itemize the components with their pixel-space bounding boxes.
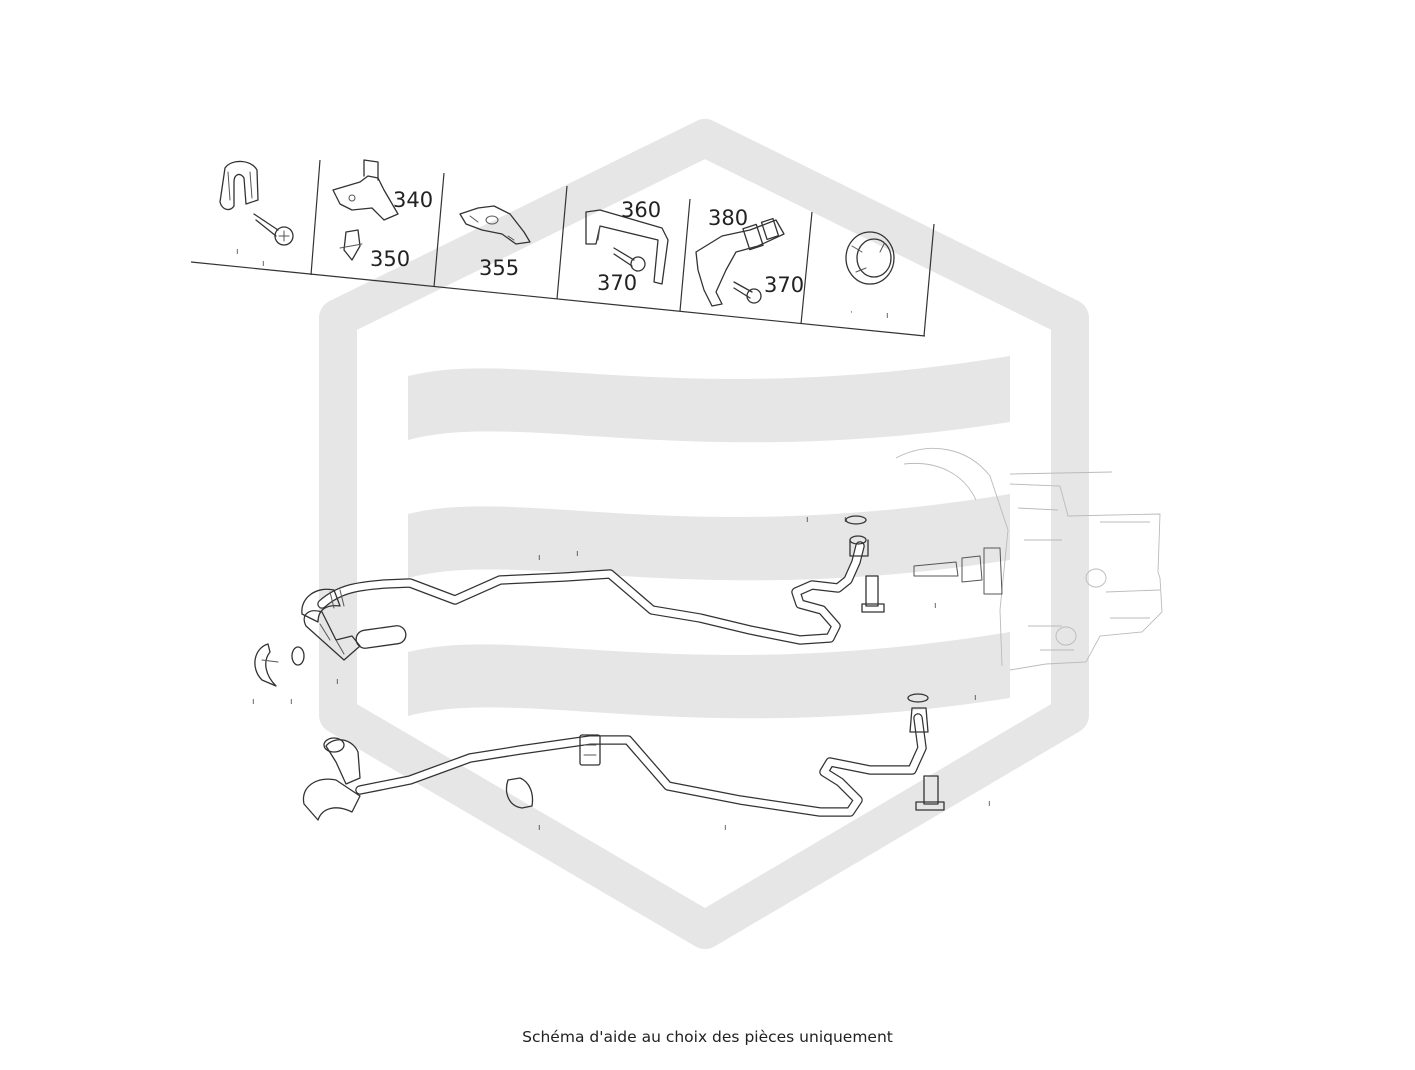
- svg-text:ı: ı: [724, 823, 727, 833]
- svg-text:ı: ı: [538, 823, 541, 833]
- transmission-housing-drawing: ı ı: [895, 447, 1163, 703]
- svg-text:ı: ı: [974, 693, 977, 703]
- plate-355-drawing: [459, 205, 531, 245]
- parts-strip: [190, 159, 935, 337]
- svg-text:ı: ı: [290, 697, 293, 707]
- svg-text:·: ·: [850, 308, 853, 318]
- caption-text: Schéma d'aide au choix des pièces unique…: [522, 1028, 893, 1046]
- svg-text:ı: ı: [538, 553, 541, 563]
- clip-part-drawing: ı ı: [219, 160, 294, 269]
- svg-text:ı: ı: [844, 515, 847, 525]
- svg-text:ı: ı: [262, 259, 265, 269]
- callout-355: 355: [479, 256, 519, 280]
- callout-350: 350: [370, 247, 410, 271]
- callout-360: 360: [621, 198, 661, 222]
- callout-380: 380: [708, 206, 748, 230]
- svg-text:ı: ı: [336, 677, 339, 687]
- callout-370-a: 370: [597, 271, 637, 295]
- callout-340: 340: [393, 188, 433, 212]
- svg-text:ı: ı: [934, 601, 937, 611]
- bracket-360-drawing: [585, 209, 669, 285]
- seal-ring-drawing: · ı: [845, 231, 895, 321]
- svg-text:ı: ı: [886, 311, 889, 321]
- svg-text:ı: ı: [252, 697, 255, 707]
- upper-pipe-drawing: ı ı ı ı: [301, 515, 885, 661]
- watermark-logo: [319, 119, 1089, 949]
- clip-ring-drawing: ı ı ı: [252, 643, 339, 707]
- bracket-340-drawing: [332, 159, 399, 261]
- clamp-380-drawing: [695, 217, 785, 307]
- svg-text:ı: ı: [806, 515, 809, 525]
- svg-text:ı: ı: [988, 799, 991, 809]
- callout-370-b: 370: [764, 273, 804, 297]
- svg-text:ı: ı: [576, 549, 579, 559]
- lower-pipe-drawing: ı ı ı: [302, 693, 991, 833]
- svg-text:ı: ı: [236, 247, 239, 257]
